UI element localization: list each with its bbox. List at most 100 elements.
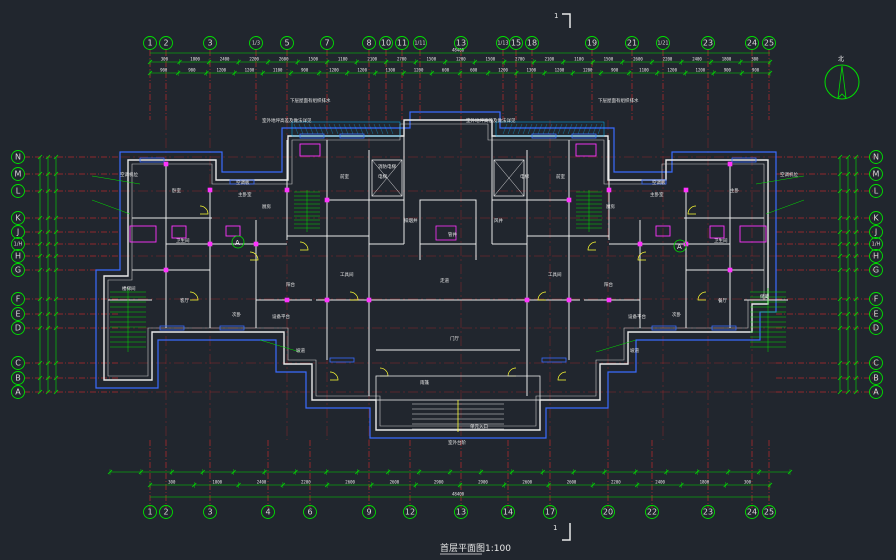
dim-tick xyxy=(845,325,851,331)
grid-bubble-top: 1/13 xyxy=(496,36,510,50)
dim-tick xyxy=(853,360,859,366)
dim-label: 2400 xyxy=(257,480,267,485)
hatch-line xyxy=(597,123,603,135)
dim-label: 1200 xyxy=(414,68,424,73)
top-overall-dim-label: 48400 xyxy=(452,48,465,53)
grid-bubble-top-label: 21 xyxy=(627,39,637,48)
sink-fixture xyxy=(225,225,241,237)
bath-fixture xyxy=(129,225,157,243)
dim-tick xyxy=(45,241,51,247)
grid-bubble-right-label: N xyxy=(873,153,879,162)
grid-bubble-right-label: 1/H xyxy=(872,242,881,248)
room-label: 设备平台 xyxy=(272,313,290,320)
hatch-line xyxy=(378,123,384,135)
room-label: 楼梯间 xyxy=(122,285,136,292)
dim-label: 1200 xyxy=(696,68,706,73)
annotation-label: 消防电梯 xyxy=(378,163,396,170)
facade-outline xyxy=(95,111,777,439)
door-swing xyxy=(697,291,707,301)
grid-bubble-left-label: H xyxy=(15,252,21,261)
door-swing xyxy=(557,371,567,381)
dim-tick xyxy=(45,188,51,194)
dim-label: 2600 xyxy=(567,480,577,485)
room-label: 阳台 xyxy=(286,281,295,288)
hatch-line xyxy=(368,123,374,135)
grid-bubble-top: 23 xyxy=(701,36,715,50)
dim-tick xyxy=(53,296,59,302)
dim-label: 1200 xyxy=(329,68,339,73)
dim-label: 1500 xyxy=(604,57,614,62)
dim-label: 2100 xyxy=(367,57,377,62)
dim-tick xyxy=(845,253,851,259)
grid-bubble-left-label: C xyxy=(15,359,21,368)
room-label: 卧室 xyxy=(172,187,181,194)
dim-label: 1500 xyxy=(426,57,436,62)
room-label: 管井 xyxy=(448,231,457,238)
hatch-line xyxy=(298,123,304,135)
window xyxy=(711,325,737,331)
dim-tick xyxy=(37,215,43,221)
annotation-label: 单元入口 xyxy=(470,423,488,430)
dim-tick xyxy=(45,253,51,259)
grid-bubble-left: A xyxy=(11,385,25,399)
dim-tick xyxy=(845,229,851,235)
grid-bubble-top-label: 11 xyxy=(397,39,407,48)
grid-bubble-right-label: E xyxy=(873,310,878,319)
leader-line xyxy=(765,199,805,215)
hatch-line xyxy=(587,123,593,135)
room-labels: 卧室客厅厨房卫生间主卧餐厅楼梯间电梯前室电梯前室工具间工具间走道门厅厨房卫生间阳… xyxy=(120,97,798,446)
column xyxy=(324,297,330,303)
dim-label: 2200 xyxy=(249,57,259,62)
grid-bubble-top-label: 25 xyxy=(764,39,774,48)
hatch-line xyxy=(358,123,364,135)
dim-tick xyxy=(837,311,843,317)
grid-bubble-top: 1 xyxy=(143,36,157,50)
grid-bubble-top: 25 xyxy=(762,36,776,50)
grid-bubble-bottom-label: 23 xyxy=(703,508,713,517)
dim-label: 1200 xyxy=(357,68,367,73)
column xyxy=(637,241,643,247)
dim-tick xyxy=(37,253,43,259)
dim-tick xyxy=(37,229,43,235)
dim-tick xyxy=(37,267,43,273)
dim-label: 2700 xyxy=(515,57,525,62)
dim-tick xyxy=(37,375,43,381)
hatch-line xyxy=(318,123,324,135)
grid-bubble-top-label: 3 xyxy=(207,39,212,48)
dim-tick xyxy=(45,325,51,331)
grid-bubble-left-label: B xyxy=(15,374,21,383)
grid-bubble-top-label: 2 xyxy=(163,39,168,48)
dim-tick xyxy=(37,296,43,302)
grid-bubble-top-label: 15 xyxy=(511,39,521,48)
door-swing xyxy=(537,291,547,301)
dim-label: 1200 xyxy=(583,68,593,73)
hatch-line xyxy=(512,123,518,135)
dim-tick xyxy=(853,215,859,221)
hatch-line xyxy=(328,123,334,135)
dim-tick xyxy=(45,154,51,160)
grid-bubble-left: J xyxy=(11,225,25,239)
grid-bubble-bottom: 23 xyxy=(701,505,715,519)
dim-label: 900 xyxy=(188,68,196,73)
balcony-hatch xyxy=(291,121,401,137)
callout-right-label: A xyxy=(677,243,682,251)
dim-label: 900 xyxy=(611,68,619,73)
entrance-hall xyxy=(419,199,477,245)
dim-label: 1800 xyxy=(700,480,710,485)
dim-tick xyxy=(845,215,851,221)
annotation-label: 排烟井 xyxy=(404,217,418,224)
grid-bubble-bottom-label: 25 xyxy=(764,508,774,517)
door-swing xyxy=(379,367,389,377)
grid-bubble-top: 19 xyxy=(585,36,599,50)
dim-tick xyxy=(45,171,51,177)
column xyxy=(524,297,530,303)
grid-bubble-top: 5 xyxy=(280,36,294,50)
dim-tick xyxy=(37,325,43,331)
hatch-line xyxy=(313,123,319,135)
column xyxy=(284,297,290,303)
annotation-label: 室外地坪高差及做法详见 xyxy=(262,117,312,124)
hatch-line xyxy=(572,123,578,135)
room-label: 前室 xyxy=(556,173,565,180)
dim-label: 900 xyxy=(301,68,309,73)
